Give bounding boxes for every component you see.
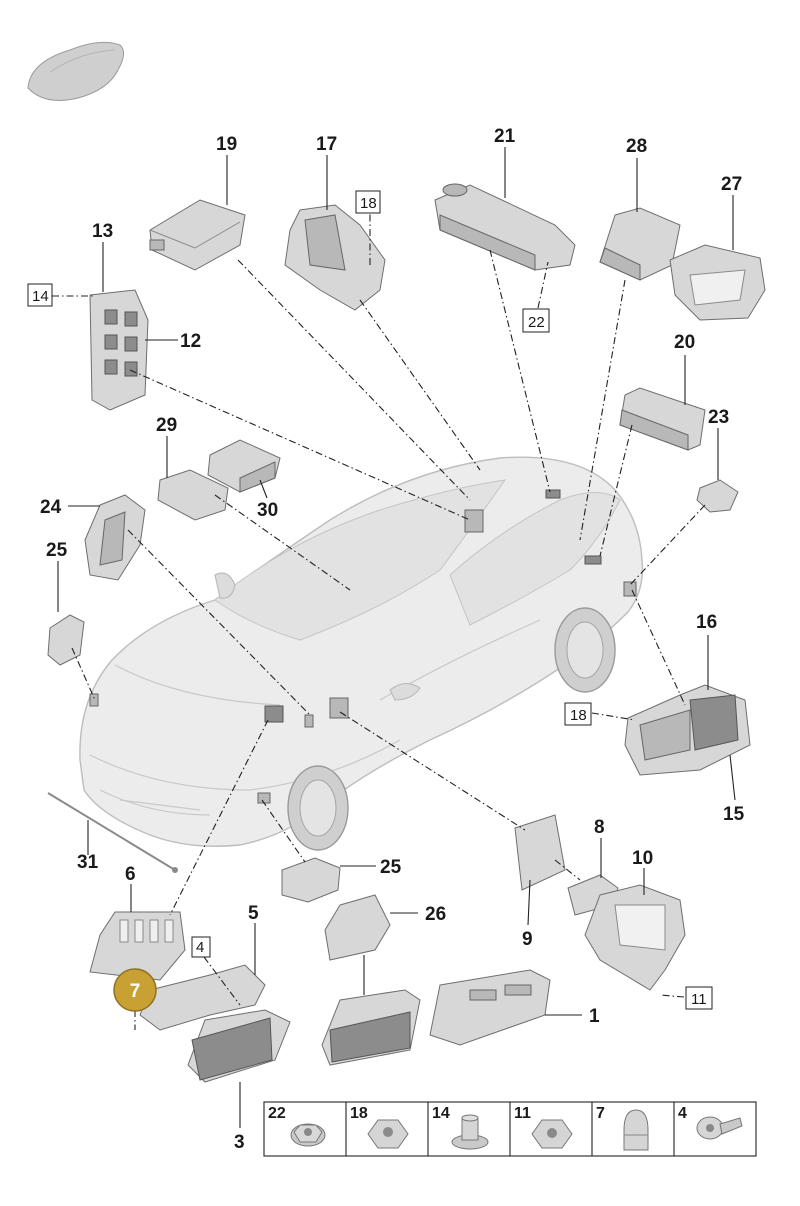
part-12-fuse-box: [89, 289, 149, 411]
highlighted-callout-7[interactable]: 7: [113, 968, 157, 1012]
callout-17: 17: [316, 134, 337, 155]
car-thumbnail-icon: [27, 41, 124, 101]
hex-nut-icon: [367, 1119, 409, 1149]
boxed-callout-18-right: 18: [570, 707, 587, 724]
part-31-cable: [47, 792, 178, 873]
weld-nut-icon: [451, 1114, 489, 1150]
table-cell-18: 18: [350, 1105, 368, 1122]
part-21-control-unit: [434, 183, 576, 271]
callout-30: 30: [257, 500, 278, 521]
part-27-holder: [669, 244, 766, 321]
screw-icon: [696, 1116, 743, 1140]
flange-nut-icon: [290, 1123, 326, 1147]
part-10-bracket: [584, 884, 686, 991]
part-26-bracket: [324, 894, 391, 961]
side-mirror-right: [389, 683, 421, 701]
part-23-small-module: [696, 479, 739, 513]
boxed-callout-11: 11: [691, 991, 707, 1008]
callout-13: 13: [92, 221, 113, 242]
callout-numbers: 1 3 5 6 8 9 10 12 13 15 16 17 19 20 21 2…: [40, 126, 745, 1153]
part-16-15-control-unit: [624, 684, 751, 776]
boxed-callouts: 14 18 22 18 4 11: [27, 190, 713, 1010]
callout-3: 3: [234, 1132, 245, 1153]
part-5-bracket: [139, 964, 266, 1031]
table-cell-22: 22: [268, 1105, 286, 1122]
part-large-module-bottom: [321, 989, 421, 1066]
hex-flange-nut-icon: [531, 1119, 573, 1149]
part-25-upper-module: [47, 614, 85, 666]
callout-19: 19: [216, 134, 237, 155]
part-6-carrier-plate: [89, 911, 186, 981]
part-3-control-unit: [187, 1009, 291, 1083]
part-25-lower-module: [281, 857, 341, 903]
callout-25-upper: 25: [46, 540, 68, 561]
part-29-module: [157, 469, 229, 521]
table-cell-4: 4: [678, 1105, 687, 1122]
boxed-callout-14: 14: [32, 288, 49, 305]
part-24-bracket: [84, 494, 146, 581]
callout-10: 10: [632, 848, 653, 869]
table-cell-7: 7: [596, 1105, 605, 1122]
part-17-bracket-module: [284, 204, 386, 311]
leader-lines: [52, 200, 706, 1030]
hardware-table: 22 18 14 11 7 4: [263, 1101, 757, 1157]
callout-23: 23: [708, 407, 729, 428]
part-28-module: [599, 207, 681, 281]
part-1-control-unit: [429, 969, 551, 1046]
callout-29: 29: [156, 415, 177, 436]
callout-27: 27: [721, 174, 742, 195]
callout-12: 12: [180, 331, 201, 352]
callout-1: 1: [589, 1006, 600, 1027]
boxed-callout-18-top: 18: [360, 195, 377, 212]
side-mirror-left: [214, 572, 236, 599]
boxed-callout-4: 4: [196, 939, 204, 956]
boxed-callout-22: 22: [528, 314, 545, 331]
part-20-antenna-module: [619, 387, 706, 451]
callout-6: 6: [125, 864, 136, 885]
callout-28: 28: [626, 136, 647, 157]
part-19-sensor: [149, 199, 246, 271]
table-cell-11: 11: [514, 1105, 531, 1122]
part-30-module: [207, 439, 281, 493]
callout-24: 24: [40, 497, 62, 518]
table-cell-14: 14: [432, 1105, 450, 1122]
cap-nut-icon: [623, 1109, 649, 1151]
callout-8: 8: [594, 817, 605, 838]
callout-26: 26: [425, 904, 446, 925]
callout-25-lower: 25: [380, 857, 402, 878]
callout-31: 31: [77, 852, 99, 873]
number-leaders: [57, 147, 736, 1128]
callout-5: 5: [248, 903, 259, 924]
callout-20: 20: [674, 332, 695, 353]
part-9-panel: [514, 814, 566, 891]
highlighted-callout-label: 7: [130, 981, 141, 1002]
callout-21: 21: [494, 126, 516, 147]
callout-9: 9: [522, 929, 533, 950]
callout-15: 15: [723, 804, 745, 825]
vehicle-body: [79, 456, 644, 851]
callout-16: 16: [696, 612, 717, 633]
